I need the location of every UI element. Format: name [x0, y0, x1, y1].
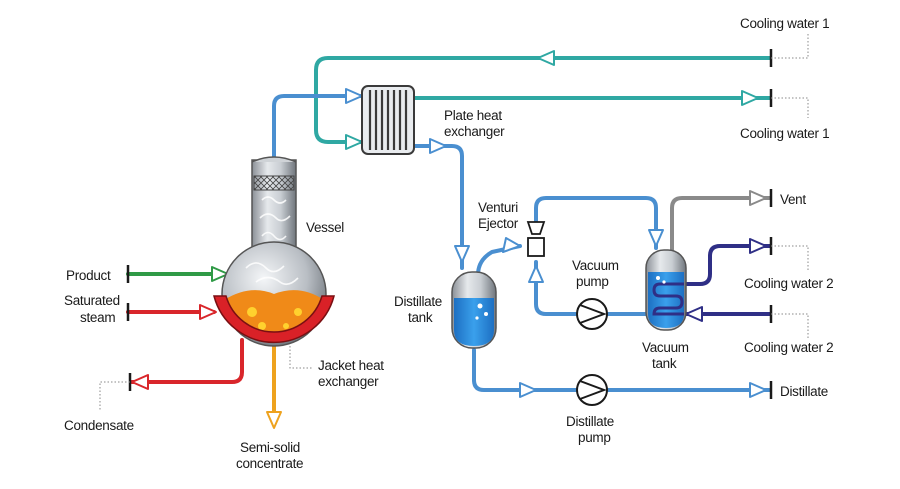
label-semisolid-2: concentrate [236, 456, 303, 471]
label-vacuum-pump-2: pump [576, 274, 609, 289]
label-vacuum-tank-2: tank [652, 356, 677, 371]
distillate-outlet-pipe [472, 348, 772, 392]
arrow-vent [749, 190, 767, 206]
label-distillate: Distillate [780, 384, 828, 399]
label-semisolid-1: Semi-solid [240, 440, 300, 455]
label-distillate-pump-1: Distillate [566, 414, 614, 429]
label-vacuum-tank-1: Vacuum [642, 340, 689, 355]
vapor-pipe [272, 94, 362, 162]
label-cooling-water-1-top: Cooling water 1 [740, 16, 829, 31]
distillate-tank [451, 271, 497, 349]
arrow-product [211, 266, 229, 282]
vacuum-return-pipe [534, 260, 648, 316]
arrow-distillate-mid [519, 382, 537, 398]
leader-condensate [99, 381, 130, 410]
label-saturated-1: Saturated [64, 293, 120, 308]
cooling-water-1-return-pipe [314, 56, 772, 144]
arrow-hx-out [429, 138, 447, 154]
flow-arrows [131, 50, 767, 429]
labels: Cooling water 1 Cooling water 1 Plate he… [64, 16, 834, 471]
label-venturi-2: Ejector [478, 216, 519, 231]
arrow-vacuum-tank-in [648, 229, 664, 247]
leader-cw2-bottom [771, 313, 809, 338]
label-plate-hx-2: exchanger [444, 124, 505, 139]
vacuum-tank [645, 249, 687, 331]
label-distillate-pump-2: pump [578, 430, 611, 445]
jacket-heat-exchanger [213, 295, 335, 344]
condensate-to-tank-pipe [412, 144, 464, 270]
venturi-ejector [526, 221, 546, 257]
label-distillate-tank-2: tank [408, 310, 433, 325]
leader-cw2-top [771, 245, 809, 270]
arrow-steam [199, 304, 217, 320]
venturi-top-pipe [534, 196, 658, 250]
label-jacket-2: exchanger [318, 374, 379, 389]
label-jacket-1: Jacket heat [318, 358, 384, 373]
leader-jacket [289, 346, 312, 369]
label-venturi-1: Venturi [478, 200, 518, 215]
arrow-tank-in [454, 245, 470, 263]
arrow-venturi-in [502, 237, 521, 253]
label-cooling-water-1-bottom: Cooling water 1 [740, 126, 829, 141]
vessel [213, 156, 335, 347]
label-cooling-water-2-bottom: Cooling water 2 [744, 340, 833, 355]
vent-pipe [670, 196, 772, 254]
arrow-concentrate [266, 411, 282, 429]
arrow-cw2-out [749, 238, 767, 254]
label-vacuum-pump-1: Vacuum [572, 258, 619, 273]
venturi-loop-pipe [476, 244, 522, 277]
plate-heat-exchanger [361, 85, 415, 155]
arrow-cw1-supply [741, 90, 759, 106]
label-distillate-tank-1: Distillate [394, 294, 442, 309]
label-product: Product [66, 268, 111, 283]
leader-cw1-top [771, 34, 809, 59]
label-plate-hx-1: Plate heat [444, 108, 502, 123]
arrow-condensate [131, 374, 149, 390]
label-saturated-2: steam [80, 310, 115, 325]
arrow-venturi-up [528, 265, 544, 283]
arrow-cw2-in [685, 306, 703, 322]
vacuum-pump [576, 298, 608, 330]
label-cooling-water-2-top: Cooling water 2 [744, 276, 833, 291]
arrow-cw1-return [537, 50, 555, 66]
arrow-cw1-in [345, 134, 363, 150]
label-vent: Vent [780, 192, 806, 207]
arrow-vapor-in [345, 88, 363, 104]
distillate-pump [576, 374, 608, 406]
label-condensate: Condensate [64, 418, 134, 433]
leader-cw1-bottom [771, 97, 809, 118]
label-vessel: Vessel [306, 220, 344, 235]
cooling-water-2-out-pipe [682, 244, 772, 286]
condensate-pipe [130, 338, 244, 384]
arrow-distillate-out [749, 382, 767, 398]
leader-lines [99, 34, 809, 410]
